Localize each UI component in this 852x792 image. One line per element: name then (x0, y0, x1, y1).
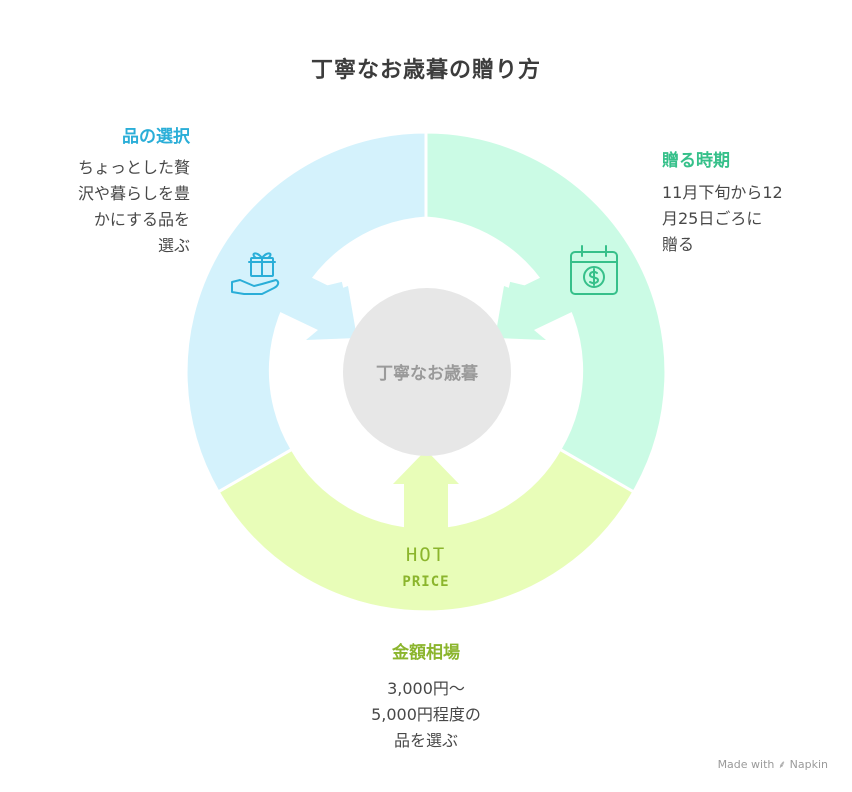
napkin-logo-icon: ⸙ (777, 758, 787, 771)
footer-credit: Made with ⸙ Napkin (718, 757, 828, 772)
arrow-price (393, 450, 459, 530)
arrow-select (276, 270, 357, 340)
footer-brand: Napkin (789, 758, 828, 771)
footer-text: Made with (717, 758, 775, 771)
price-icon-label: PRICE (402, 574, 450, 590)
center-label: 丁寧なお歳暮 (376, 364, 478, 384)
arrow-timing (495, 270, 576, 340)
heading-select: 品の選択 (122, 127, 190, 147)
hot-price-icon: HOT (405, 544, 447, 566)
calendar-dollar-icon (570, 245, 618, 295)
page-title: 丁寧なお歳暮の贈り方 (310, 58, 541, 83)
heading-timing: 贈る時期 (662, 151, 730, 171)
description-price: 3,000円〜 5,000円程度の 品を選ぶ (371, 679, 481, 750)
description-select: ちょっとした贅 沢や暮らしを豊 かにする品を 選ぶ (77, 158, 190, 255)
gift-hand-icon (231, 252, 280, 295)
center-circle (343, 288, 511, 456)
description-timing: 11月下旬から12 月25日ごろに 贈る (662, 183, 783, 254)
segment-price (216, 447, 636, 614)
heading-price: 金額相場 (392, 643, 460, 663)
